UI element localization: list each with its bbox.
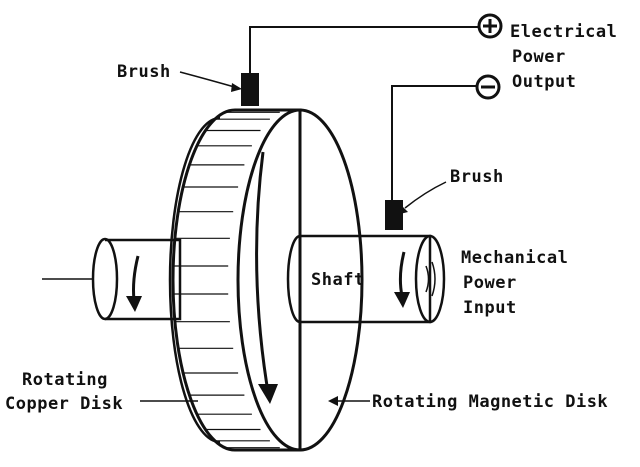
plus-terminal-icon	[477, 13, 503, 39]
wire-positive	[249, 26, 478, 73]
wire-negative	[391, 85, 477, 200]
curved-arrow-down-icon	[394, 251, 410, 308]
leader-lines	[140, 71, 447, 406]
copper-disk-rim	[168, 108, 302, 452]
brush-right	[385, 200, 403, 230]
electrical-output-label-line2: Power	[512, 47, 566, 67]
brush-top	[241, 73, 259, 106]
curved-arrow-down-icon	[126, 255, 142, 312]
mechanical-input-label-line1: Mechanical	[461, 248, 568, 268]
mechanical-input-label-line3: Input	[463, 298, 517, 318]
mechanical-input-label-line2: Power	[463, 273, 517, 293]
right-shaft	[286, 234, 446, 324]
magnetic-disk-face	[236, 108, 364, 452]
curved-arrow-down-icon	[255, 151, 278, 404]
electrical-output-label-line3: Output	[512, 72, 576, 92]
electrical-output-label-line1: Electrical	[510, 22, 617, 42]
left-shaft	[42, 237, 182, 321]
copper-disk-label-line1: Rotating	[22, 370, 108, 390]
magnetic-disk-label: Rotating Magnetic Disk	[372, 392, 608, 412]
brush-right-label: Brush	[450, 167, 504, 187]
brush-top-label: Brush	[117, 62, 171, 82]
shaft-label: Shaft	[311, 270, 365, 290]
copper-disk-label-line2: Copper Disk	[5, 394, 123, 414]
minus-terminal-icon	[475, 74, 501, 100]
